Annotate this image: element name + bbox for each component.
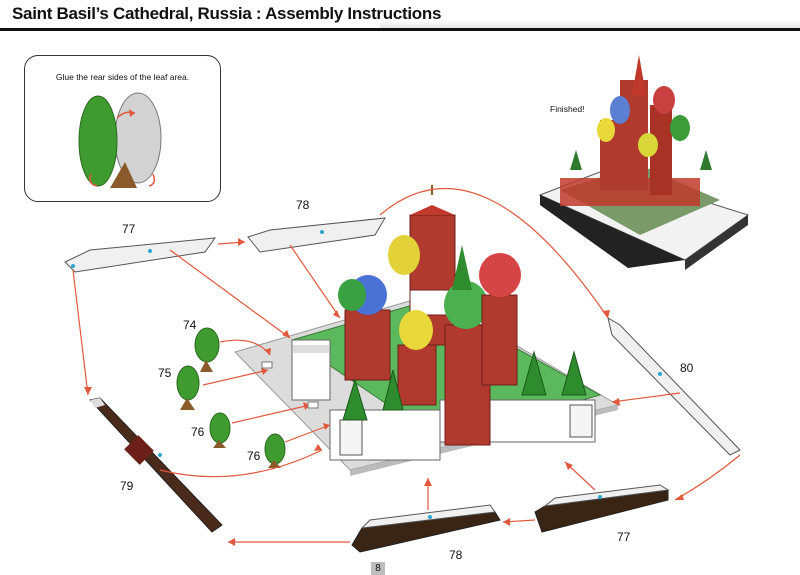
inset-caption: Glue the rear sides of the leaf area.: [55, 72, 190, 82]
part-78-top: [247, 217, 386, 253]
cathedral-model: [290, 185, 602, 461]
finished-label: Finished!: [550, 104, 585, 114]
tree-76-b: [264, 433, 286, 468]
part-label-76-b: 76: [247, 449, 261, 463]
header-shade: [380, 20, 800, 28]
part-80: [607, 316, 741, 456]
assembly-arrows: [72, 188, 741, 543]
arrow-heads: [84, 238, 684, 546]
finished-model-image: [538, 55, 750, 270]
part-label-80: 80: [680, 361, 694, 375]
part-label-79: 79: [120, 479, 134, 493]
part-label-78-bottom: 78: [449, 548, 463, 562]
part-78-bottom: [351, 504, 501, 553]
glue-tab: [261, 361, 273, 369]
part-79: [89, 397, 223, 533]
header-rule: [0, 28, 800, 31]
part-label-77-top: 77: [122, 222, 136, 236]
tree-74: [194, 327, 220, 372]
part-label-74: 74: [183, 318, 197, 332]
tree-76-a: [209, 412, 231, 448]
glue-tab: [307, 401, 319, 409]
part-label-77-bottom: 77: [617, 530, 631, 544]
tree-75: [176, 365, 200, 410]
page-number: 8: [371, 562, 385, 575]
part-77-bottom: [534, 484, 670, 533]
page-title: Saint Basil’s Cathedral, Russia : Assemb…: [12, 4, 442, 23]
part-label-76-a: 76: [191, 425, 205, 439]
part-label-78-top: 78: [296, 198, 310, 212]
part-label-75: 75: [158, 366, 172, 380]
leaf-glue-illustration: [78, 92, 162, 188]
leaf-glue-inset: Glue the rear sides of the leaf area.: [24, 55, 221, 202]
